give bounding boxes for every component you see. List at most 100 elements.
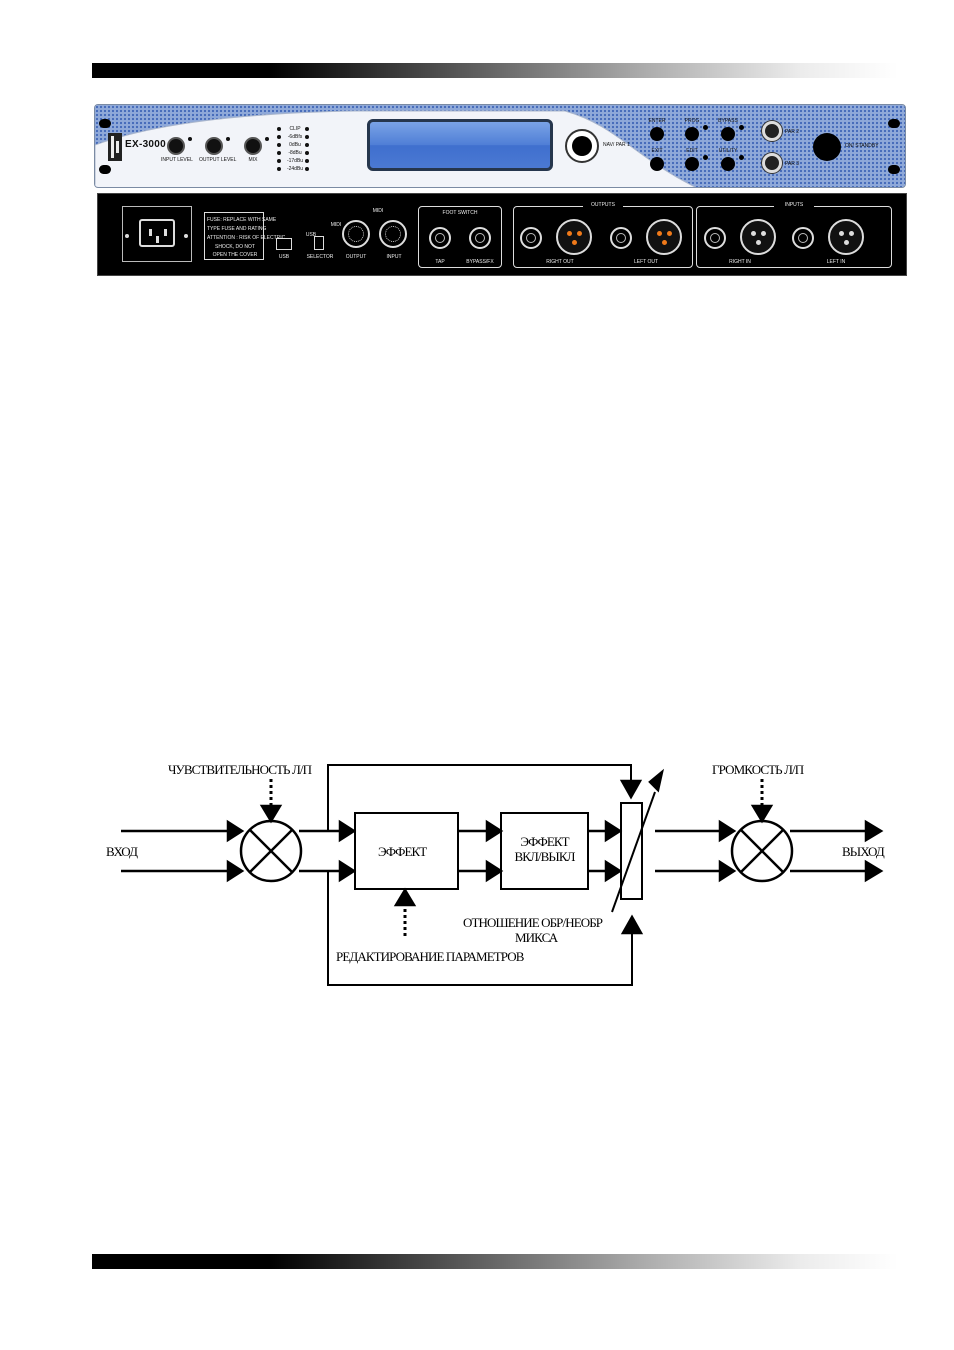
tap-label: TAP [435, 259, 445, 265]
bypass-jack [469, 227, 491, 249]
utility-button [721, 157, 735, 171]
button-led [739, 155, 744, 160]
arrow-head [338, 859, 357, 883]
mix-ratio-label-line2: МИКСА [515, 930, 558, 945]
arrow-head [604, 819, 623, 843]
right-in-jack [704, 227, 726, 249]
arrow-head [718, 859, 737, 883]
bypass-button [721, 127, 735, 141]
meter-led [305, 167, 309, 171]
right-in-label: RIGHT IN [729, 259, 751, 265]
par3-label: PAR 3 [785, 161, 800, 167]
mix-balance-bar [620, 802, 643, 900]
arrow-head [485, 859, 504, 883]
meter-led [305, 159, 309, 163]
rack-ear-hole [99, 119, 111, 128]
left-out-jack [610, 227, 632, 249]
bypass-label: BYPASS [718, 118, 738, 124]
meter-label: CLIP [289, 126, 301, 132]
prog-label: PROG [684, 118, 700, 124]
meter-label: -24dBu [286, 166, 304, 172]
screw [125, 234, 129, 238]
input-sensitivity-label: ЧУВСТВИТЕЛЬНОСТЬ Л/П [168, 762, 312, 777]
input-level-label: INPUT LEVEL [161, 157, 193, 163]
midi-out-connector [342, 220, 370, 248]
header-gradient-bar [92, 63, 898, 78]
button-led [739, 125, 744, 130]
rear-panel-image: FUSE: REPLACE WITH SAME TYPE FUSE AND RA… [97, 193, 907, 276]
meter-led [277, 159, 281, 163]
mix-label: MIX [248, 157, 258, 163]
nav-label: NAV/ PAR 1 [603, 142, 630, 148]
fuse-text: ATTENTION : RISK OF ELECTRIC [207, 235, 286, 241]
fuse-warning-label: FUSE: REPLACE WITH SAME TYPE FUSE AND RA… [204, 212, 286, 260]
arrow-head [393, 887, 417, 907]
output-label: ВЫХОД [842, 844, 885, 859]
mix-ratio-label-line1: ОТНОШЕНИЕ ОБР/НЕОБР [463, 915, 603, 930]
meter-label: -8dBu [288, 150, 302, 156]
outputs-label: OUTPUTS [583, 202, 623, 208]
right-out-jack [520, 227, 542, 249]
selector-midi-label: MIDI [330, 222, 342, 228]
dry-path-bottom [327, 871, 633, 986]
fuse-text: SHOCK, DO NOT [214, 244, 255, 250]
meter-label: -17dBu [286, 158, 304, 164]
lcd-display [367, 119, 553, 171]
par2-label: PAR 2 [785, 129, 800, 135]
arrow-head [338, 819, 357, 843]
effect-toggle-box [500, 812, 589, 890]
arrow-head [259, 804, 283, 824]
meter-led [277, 143, 281, 147]
meter-led [277, 167, 281, 171]
rack-ear-hole [888, 119, 900, 128]
brand-logo [108, 133, 122, 161]
power-inlet [122, 206, 192, 262]
arrow-head [648, 768, 665, 793]
arrow-head [750, 804, 774, 824]
nav-par1-knob [565, 129, 599, 163]
param-edit-label: РЕДАКТИРОВАНИЕ ПАРАМЕТРОВ [336, 949, 524, 964]
midi-label: MIDI [372, 208, 384, 214]
selector-label: SELECTOR [306, 254, 334, 260]
arrow-head [620, 914, 644, 935]
edit-label: EDIT [686, 148, 698, 154]
dry-path-top [327, 764, 632, 831]
edit-button [685, 157, 699, 171]
arrow-head [864, 819, 884, 843]
prog-button [685, 127, 699, 141]
effect-toggle-label-line2: ВКЛ/ВЫКЛ [514, 849, 575, 864]
output-level-label: OUTPUT LEVEL [199, 157, 237, 163]
left-in-xlr [828, 219, 864, 255]
led-indicator [265, 137, 269, 141]
output-level-knob [205, 137, 223, 155]
right-out-label: RIGHT OUT [546, 259, 574, 265]
par2-knob [762, 121, 782, 141]
footer-gradient-bar [92, 1254, 898, 1269]
screw [184, 234, 188, 238]
input-level-knob [167, 137, 185, 155]
fuse-text: OPEN THE COVER [212, 252, 258, 258]
input-label: ВХОД [106, 844, 138, 859]
mixer-cross [249, 829, 293, 873]
arrow-head [864, 859, 884, 883]
foot-switch-label: FOOT SWITCH [442, 210, 478, 216]
front-panel-image: EX-3000 INPUT LEVEL OUTPUT LEVEL MIX CLI… [94, 104, 906, 188]
effect-toggle-label-line1: ЭФФЕКТ [520, 834, 569, 849]
power-label: ON/ STANDBY [845, 143, 879, 149]
mixer-cross [740, 829, 784, 873]
meter-led [305, 127, 309, 131]
led-indicator [226, 137, 230, 141]
enter-label: ENTER [648, 118, 666, 124]
selector-usb-label: USB [305, 232, 317, 238]
midi-in-label: INPUT [386, 254, 402, 260]
rack-ear-hole [99, 165, 111, 174]
exit-button [650, 157, 664, 171]
meter-led [277, 135, 281, 139]
midi-in-connector [379, 220, 407, 248]
led-indicator [188, 137, 192, 141]
selector-switch [314, 236, 324, 250]
meter-label: -6dBfs [287, 134, 303, 140]
arrow-head [718, 819, 737, 843]
rack-ear-hole [888, 165, 900, 174]
